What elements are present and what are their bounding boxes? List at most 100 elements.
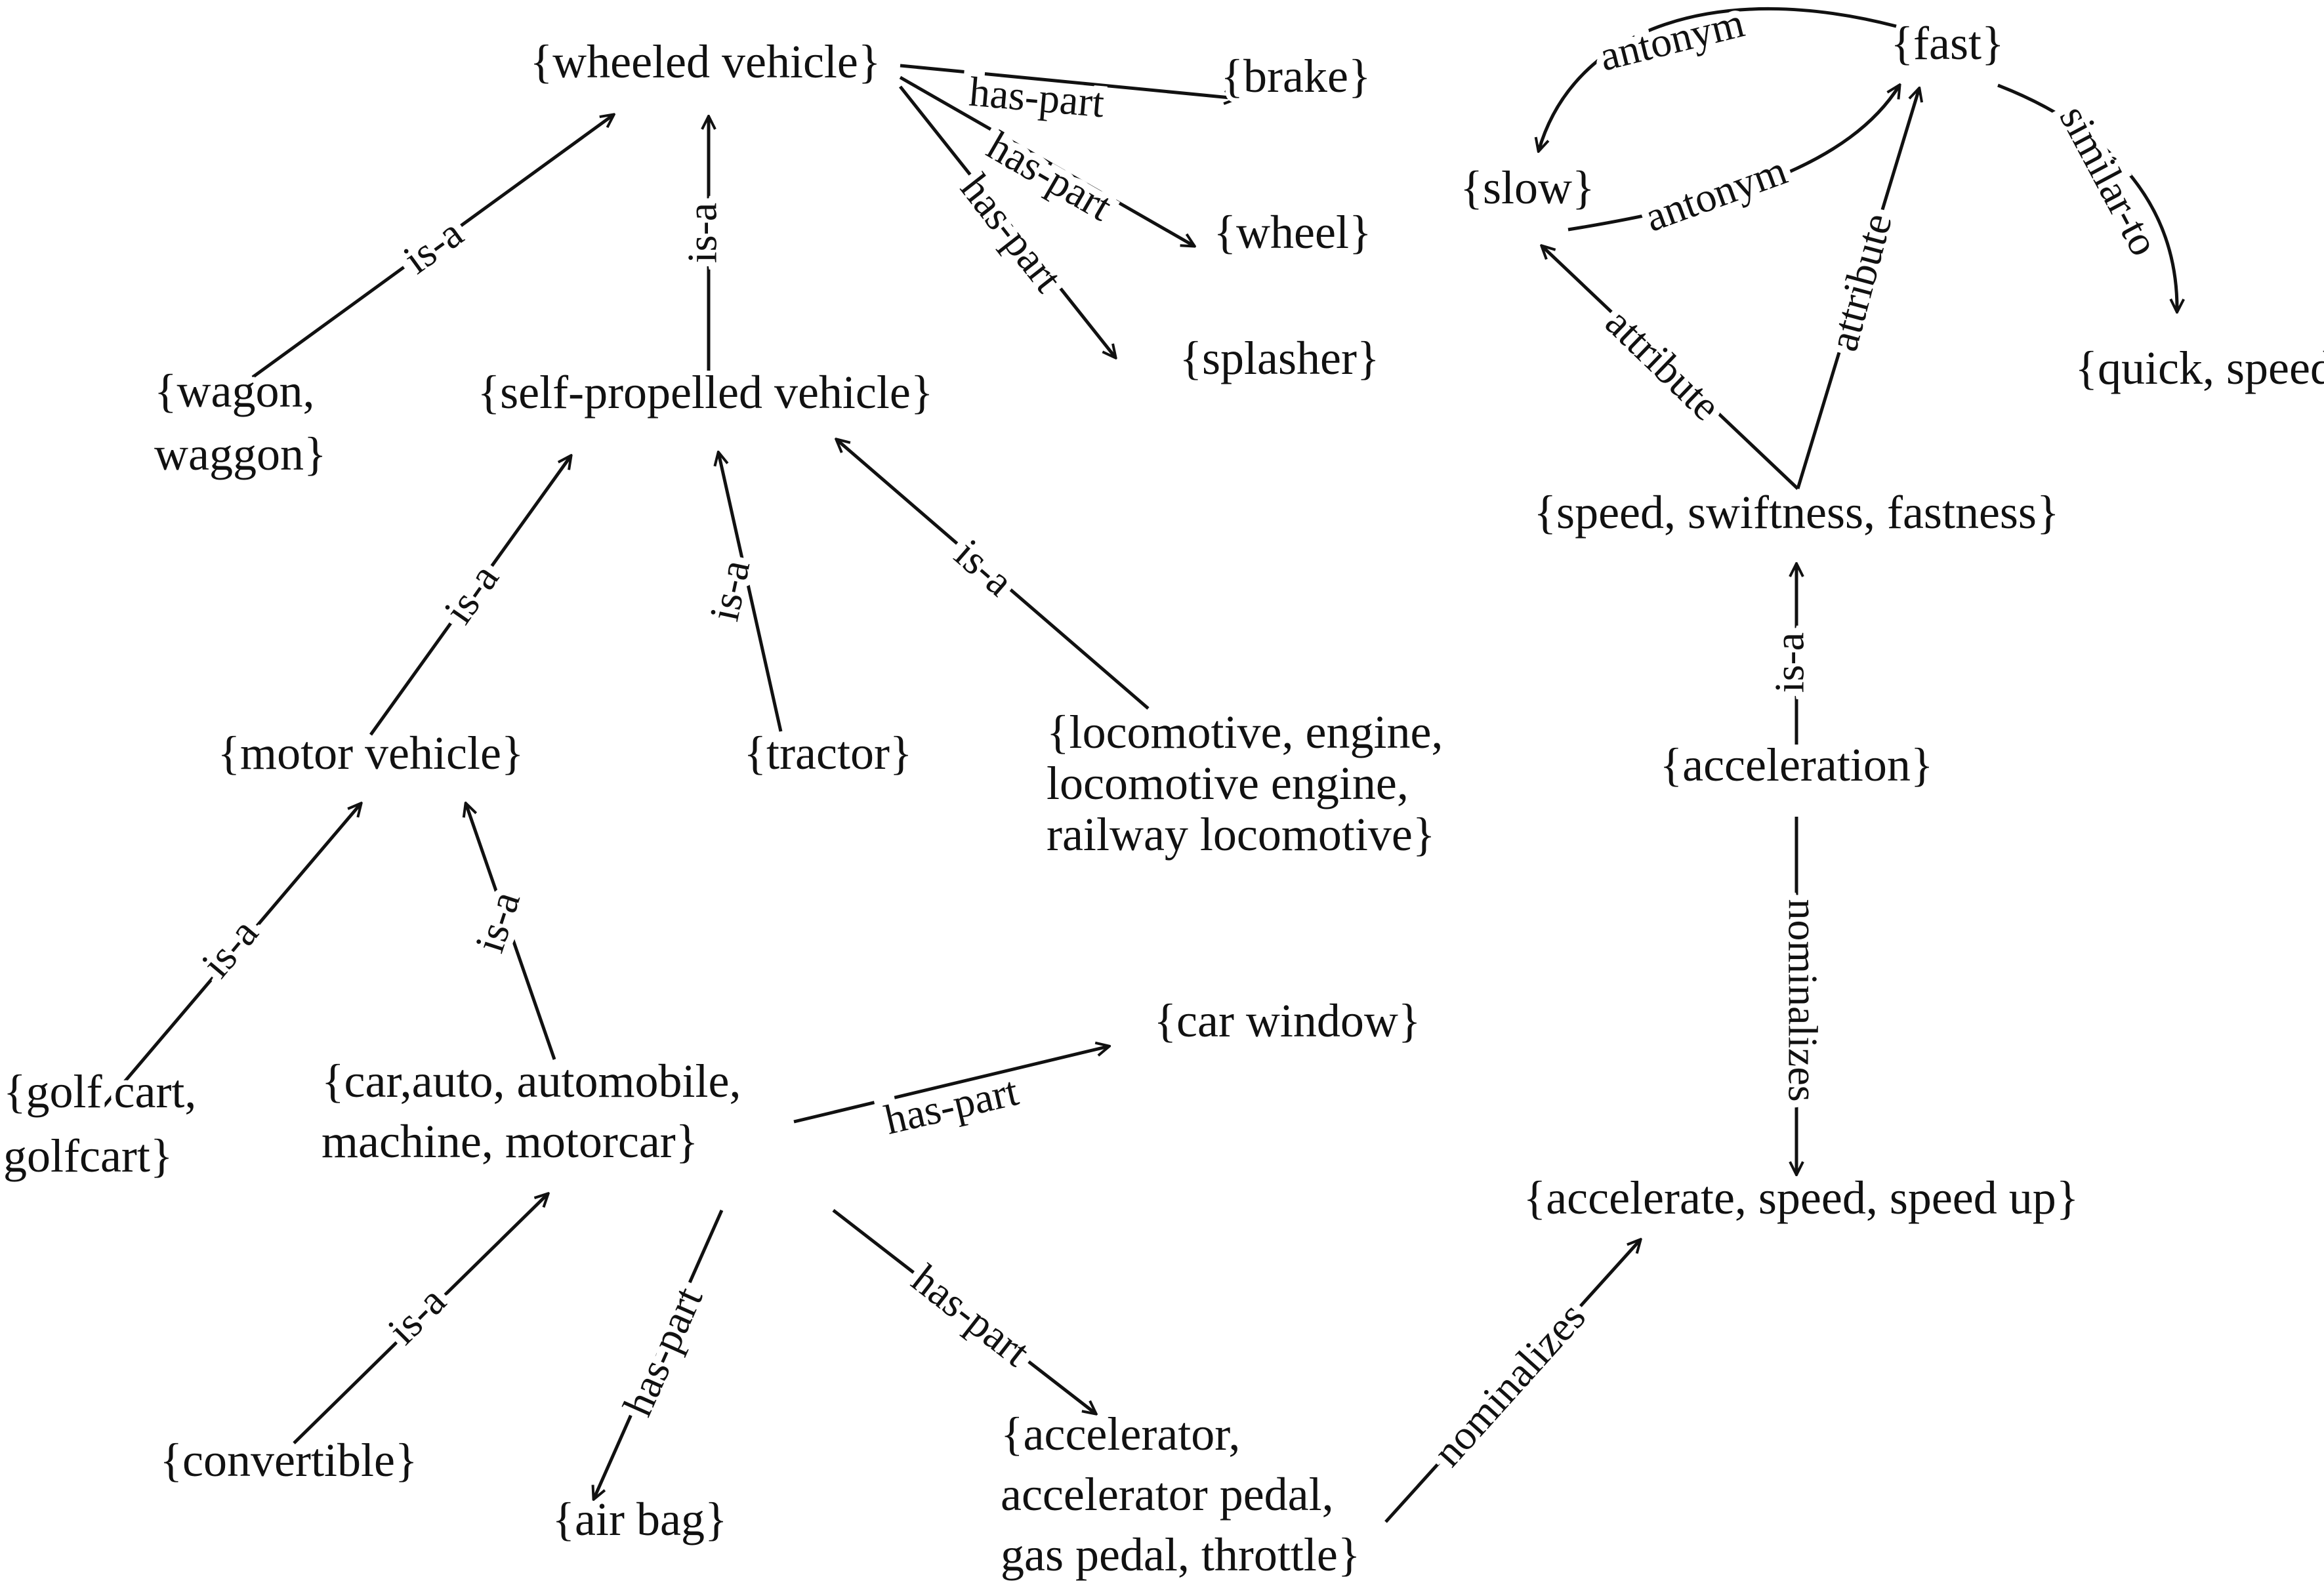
edge-label: nominalizes	[1424, 1293, 1594, 1475]
node-car: {car,auto, automobile, machine, motorcar}	[322, 1055, 741, 1168]
edge-arrow	[466, 804, 556, 1060]
node-accelerate: {accelerate, speed, speed up}	[1524, 1172, 2079, 1224]
node-line: accelerator pedal,	[1001, 1468, 1334, 1521]
edge-arrow	[899, 75, 1194, 246]
node-line: {golf cart,	[3, 1065, 196, 1118]
node-acceleration: {acceleration}	[1660, 739, 1934, 791]
node-line: {splasher}	[1179, 332, 1379, 384]
node-line: {air bag}	[552, 1493, 727, 1545]
edge-label: attribute	[1597, 298, 1730, 429]
edge-fast-to-slow: antonym	[1539, 0, 1897, 151]
node-splasher: {splasher}	[1179, 332, 1379, 384]
node-line: {brake}	[1220, 50, 1371, 102]
edge-arrow	[100, 804, 361, 1110]
node-wagon: {wagon, waggon}	[154, 365, 327, 480]
node-wheeled-vehicle: {wheeled vehicle}	[530, 35, 881, 88]
node-line: {wheeled vehicle}	[530, 35, 881, 88]
edge-label: is-a	[1766, 632, 1813, 693]
edge-locomotive-to-self-propelled: is-a	[837, 440, 1150, 710]
edge-label: is-a	[466, 886, 529, 958]
node-line: gas pedal, throttle}	[1001, 1528, 1360, 1581]
edge-label: attribute	[1819, 209, 1901, 356]
node-wheel: {wheel}	[1213, 206, 1371, 258]
edge-label: has-part	[881, 1067, 1023, 1143]
edge-arrow	[1997, 83, 2177, 312]
edge-arrow	[837, 440, 1150, 710]
edge-arrow	[369, 456, 571, 736]
edge-label: is-a	[379, 1277, 455, 1353]
node-fast: {fast}	[1890, 17, 2004, 70]
node-line: railway locomotive}	[1047, 808, 1435, 861]
node-accelerator: {accelerator, accelerator pedal, gas pedal…	[1001, 1408, 1360, 1581]
edge-arrow	[251, 115, 613, 379]
edge-label: has-part	[967, 68, 1106, 127]
edge-arrow	[1796, 89, 1919, 489]
node-convertible: {convertible}	[160, 1434, 418, 1486]
edge-car-to-air-bag: has-part	[594, 1209, 724, 1499]
node-locomotive: {locomotive, engine,locomotive engine,ra…	[1047, 706, 1443, 861]
nodes-layer: {wheeled vehicle} {brake} {wheel} {splasher…	[0, 12, 2324, 1586]
node-line: {quick, speedy}	[2075, 342, 2324, 394]
edge-wagon-to-wheeled-vehicle: is-a	[251, 115, 613, 379]
edge-accelerator-to-accelerate: nominalizes	[1384, 1240, 1640, 1523]
edge-acceleration-to-accelerate: nominalizes	[1773, 817, 1834, 1174]
node-line: {acceleration}	[1660, 739, 1934, 791]
node-motor-vehicle: {motor vehicle}	[218, 727, 524, 779]
edge-label: is-a	[434, 556, 507, 632]
edge-self-propelled-to-wheeled-vehicle: is-a	[672, 117, 733, 377]
node-quick: {quick, speedy}	[2075, 342, 2324, 394]
edge-label: antonym	[1595, 0, 1749, 80]
node-line: golfcart}	[3, 1130, 173, 1182]
edge-car-to-car-window: has-part	[793, 1046, 1109, 1151]
node-car-window: {car window}	[1153, 994, 1421, 1047]
node-line: {wheel}	[1213, 206, 1371, 258]
node-line: waggon}	[154, 428, 327, 480]
edge-label: has-part	[903, 1256, 1039, 1376]
edge-tractor-to-self-propelled: is-a	[694, 453, 783, 732]
node-line: locomotive engine,	[1047, 757, 1409, 809]
node-line: {car window}	[1153, 994, 1421, 1047]
edge-arrow	[1542, 246, 1799, 490]
node-speed: {speed, swiftness, fastness}	[1534, 486, 2060, 539]
node-line: {self-propelled vehicle}	[478, 366, 934, 419]
edge-arrow	[1539, 7, 1897, 151]
edge-arrow	[1567, 85, 1899, 232]
edge-label: antonym	[1639, 146, 1793, 240]
node-slow: {slow}	[1460, 161, 1594, 214]
edge-label: is-a	[701, 556, 759, 624]
node-brake: {brake}	[1220, 50, 1371, 102]
node-line: {locomotive, engine,	[1047, 706, 1443, 758]
edge-arrow	[900, 64, 1237, 98]
edge-speed-to-fast: attribute	[1796, 89, 1919, 489]
node-air-bag: {air bag}	[552, 1493, 727, 1545]
edge-arrow	[293, 1194, 548, 1444]
edge-label: nominalizes	[1780, 899, 1827, 1101]
edge-car-to-motor-vehicle: is-a	[459, 804, 556, 1060]
node-line: {slow}	[1460, 161, 1594, 214]
edge-arrow	[832, 1209, 1096, 1414]
node-line: {accelerator,	[1001, 1408, 1240, 1460]
node-tractor: {tractor}	[744, 727, 913, 779]
edge-label: has-part	[614, 1280, 712, 1422]
edge-acceleration-to-speed: is-a	[1759, 564, 1820, 745]
edge-label: is-a	[946, 530, 1022, 605]
node-golf-cart: {golf cart, golfcart}	[3, 1065, 196, 1182]
edge-arrow	[793, 1046, 1109, 1124]
edge-arrow	[718, 453, 783, 732]
edge-convertible-to-car: is-a	[293, 1194, 548, 1444]
node-line: {wagon,	[154, 365, 315, 417]
node-line: {accelerate, speed, speed up}	[1524, 1172, 2079, 1224]
edge-wheeled-vehicle-to-brake: has-part	[900, 61, 1237, 133]
edge-label: similar-to	[2051, 98, 2168, 263]
edge-label: is-a	[192, 910, 267, 986]
edge-car-to-accelerator: has-part	[832, 1209, 1096, 1414]
node-self-propelled: {self-propelled vehicle}	[478, 366, 934, 419]
edge-arrow	[1384, 1240, 1640, 1523]
node-line: machine, motorcar}	[322, 1115, 698, 1168]
edge-fast-to-quick: similar-to	[1997, 83, 2177, 312]
edge-arrow	[594, 1209, 724, 1499]
node-line: {convertible}	[160, 1434, 418, 1486]
node-line: {car,auto, automobile,	[322, 1055, 741, 1107]
edge-label: is-a	[395, 209, 471, 283]
